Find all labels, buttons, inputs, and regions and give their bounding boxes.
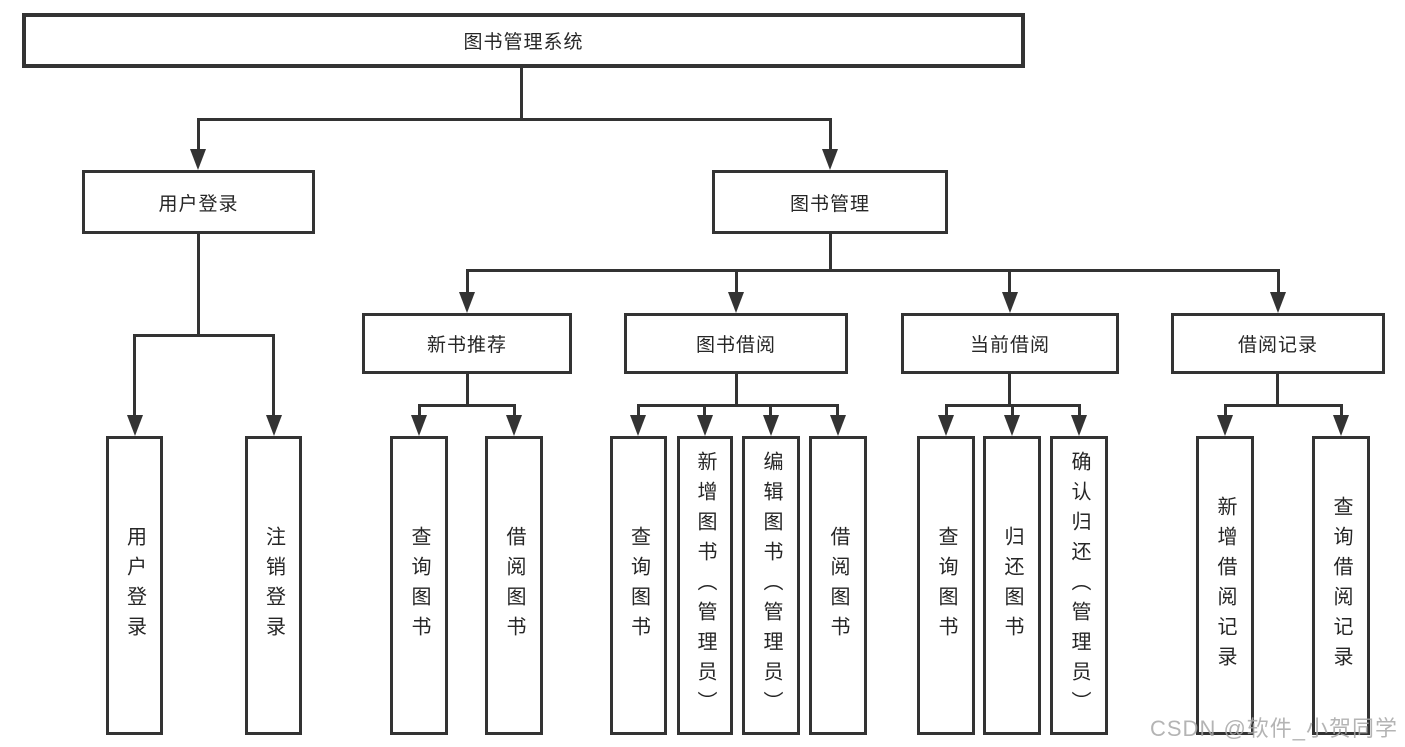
node-label: 借阅图书	[827, 525, 849, 646]
node-label: 查询图书	[935, 525, 957, 646]
connector-borrowing-bar	[637, 404, 839, 407]
connector-root-stem	[520, 67, 523, 118]
connector-current-stem	[1008, 374, 1011, 406]
arrowhead	[728, 292, 744, 313]
arrowhead	[830, 415, 846, 436]
arrowhead	[266, 415, 282, 436]
node-label: 确认归还（管理员）	[1068, 450, 1090, 721]
arrowhead	[1004, 415, 1020, 436]
connector-drop	[637, 404, 640, 418]
connector-book-management-bar	[466, 269, 1280, 272]
node-label: 编辑图书（管理员）	[760, 450, 782, 721]
node-borrowing-records: 借阅记录	[1171, 313, 1385, 374]
arrowhead	[127, 415, 143, 436]
arrowhead	[1071, 415, 1087, 436]
node-label: 图书借阅	[695, 335, 776, 356]
leaf-query-books-borrow: 查询图书	[610, 436, 667, 735]
leaf-edit-books-admin: 编辑图书（管理员）	[742, 436, 800, 735]
connector-drop	[1340, 404, 1343, 418]
connector-drop-book-management	[829, 118, 832, 152]
connector-recommend-stem	[466, 374, 469, 406]
node-label: 当前借阅	[969, 335, 1050, 356]
node-label: 新增借阅记录	[1214, 495, 1236, 676]
arrowhead	[630, 415, 646, 436]
node-library-management-system: 图书管理系统	[22, 13, 1025, 68]
leaf-logout: 注销登录	[245, 436, 302, 735]
leaf-return-books: 归还图书	[983, 436, 1041, 735]
connector-user-login-stem	[197, 234, 200, 336]
leaf-borrow-books: 借阅图书	[809, 436, 867, 735]
connector-drop	[1008, 269, 1011, 295]
leaf-add-books-admin: 新增图书（管理员）	[677, 436, 733, 735]
connector-drop	[272, 334, 275, 418]
connector-recommend-bar	[418, 404, 516, 407]
leaf-confirm-return-admin: 确认归还（管理员）	[1050, 436, 1108, 735]
connector-records-bar	[1224, 404, 1342, 407]
connector-drop	[735, 269, 738, 295]
arrowhead	[411, 415, 427, 436]
node-label: 图书管理系统	[463, 32, 584, 53]
connector-drop	[836, 404, 839, 418]
arrowhead	[506, 415, 522, 436]
arrowhead	[1217, 415, 1233, 436]
leaf-borrow-books-recommend: 借阅图书	[485, 436, 543, 735]
connector-drop	[703, 404, 706, 418]
connector-drop	[466, 269, 469, 295]
leaf-query-books-current: 查询图书	[917, 436, 975, 735]
leaf-query-books-recommend: 查询图书	[390, 436, 448, 735]
connector-drop	[513, 404, 516, 418]
connector-drop	[1224, 404, 1227, 418]
connector-drop	[133, 334, 136, 418]
node-label: 用户登录	[123, 525, 146, 646]
node-label: 归还图书	[1001, 525, 1023, 646]
arrowhead	[1002, 292, 1018, 313]
arrowhead	[938, 415, 954, 436]
arrowhead	[190, 149, 206, 170]
node-label: 查询借阅记录	[1330, 495, 1352, 676]
connector-drop	[945, 404, 948, 418]
node-label: 新书推荐	[426, 335, 507, 356]
node-book-management: 图书管理	[712, 170, 948, 234]
node-label: 借阅记录	[1237, 335, 1318, 356]
leaf-user-login: 用户登录	[106, 436, 163, 735]
node-label: 注销登录	[262, 525, 285, 646]
arrowhead	[763, 415, 779, 436]
connector-drop	[769, 404, 772, 418]
node-label: 借阅图书	[503, 525, 525, 646]
connector-root-bar	[197, 118, 831, 121]
connector-records-stem	[1276, 374, 1279, 406]
connector-drop	[1011, 404, 1014, 418]
connector-drop	[1277, 269, 1280, 295]
connector-drop-user-login	[197, 118, 200, 152]
node-label: 查询图书	[627, 525, 650, 646]
connector-drop	[418, 404, 421, 418]
connector-borrowing-stem	[735, 374, 738, 406]
arrowhead	[1333, 415, 1349, 436]
connector-book-management-stem	[829, 234, 832, 271]
arrowhead	[459, 292, 475, 313]
node-user-login: 用户登录	[82, 170, 315, 234]
node-label: 查询图书	[408, 525, 430, 646]
node-label: 新增图书（管理员）	[694, 450, 716, 721]
arrowhead	[697, 415, 713, 436]
node-book-borrowing: 图书借阅	[624, 313, 848, 374]
leaf-add-borrow-record: 新增借阅记录	[1196, 436, 1254, 735]
node-label: 图书管理	[789, 193, 870, 215]
connector-drop	[1078, 404, 1081, 418]
leaf-query-borrow-record: 查询借阅记录	[1312, 436, 1370, 735]
arrowhead	[1270, 292, 1286, 313]
node-current-borrowing: 当前借阅	[901, 313, 1119, 374]
node-label: 用户登录	[158, 193, 239, 215]
arrowhead	[822, 149, 838, 170]
watermark: CSDN @软件_小贺同学	[1150, 716, 1399, 741]
connector-user-login-bar	[133, 334, 275, 337]
node-new-book-recommendation: 新书推荐	[362, 313, 572, 374]
